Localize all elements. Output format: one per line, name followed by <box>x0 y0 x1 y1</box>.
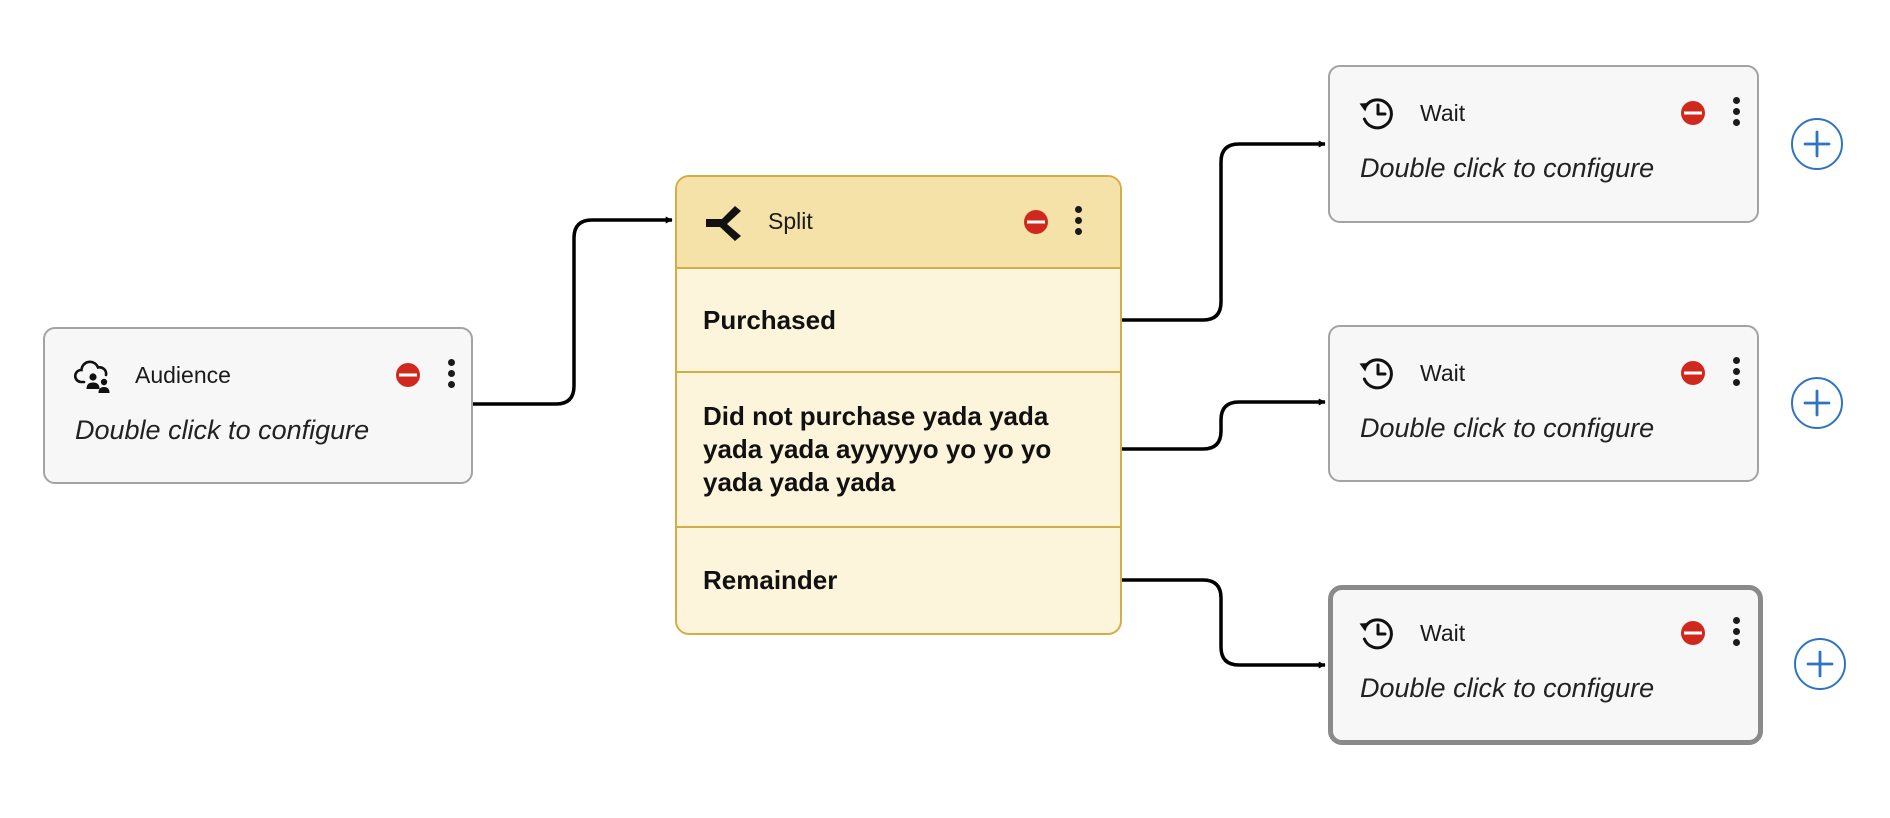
add-step-button-1[interactable] <box>1791 118 1843 170</box>
wait-node-3-header: Wait <box>1358 611 1740 655</box>
wait-node-3-title: Wait <box>1420 620 1466 646</box>
wait-node-2[interactable]: Wait Double click to configure <box>1328 325 1759 482</box>
split-node-menu-icon[interactable] <box>1073 206 1083 240</box>
wait-clock-icon <box>1359 618 1393 650</box>
split-node-header: Split <box>677 177 1120 269</box>
wait-clock-icon <box>1359 98 1393 130</box>
audience-node-subtitle: Double click to configure <box>75 415 370 445</box>
error-status-icon <box>1681 101 1705 125</box>
cloud-users-icon <box>73 360 110 393</box>
error-status-icon <box>1681 621 1705 645</box>
connector-remainder-to-wait-3 <box>1122 578 1326 669</box>
wait-node-1-header: Wait <box>1358 91 1740 135</box>
wait-node-1-menu-icon[interactable] <box>1731 97 1741 131</box>
audience-node[interactable]: Audience Double click to configure <box>43 327 473 484</box>
connector-audience-to-split <box>470 216 673 406</box>
wait-node-3[interactable]: Wait Double click to configure <box>1328 585 1763 745</box>
wait-node-3-subtitle: Double click to configure <box>1360 673 1655 703</box>
wait-node-2-header: Wait <box>1358 351 1740 395</box>
error-status-icon <box>396 363 420 387</box>
split-icon <box>706 206 741 241</box>
wait-node-2-menu-icon[interactable] <box>1731 357 1741 391</box>
wait-node-3-menu-icon[interactable] <box>1731 617 1741 651</box>
audience-node-menu-icon[interactable] <box>446 359 456 393</box>
wait-node-1[interactable]: Wait Double click to configure <box>1328 65 1759 223</box>
wait-node-2-subtitle: Double click to configure <box>1360 413 1655 443</box>
split-node[interactable]: Split Purchased Did not purchase yada ya… <box>675 175 1122 635</box>
connector-purchased-to-wait-1 <box>1122 140 1326 322</box>
add-step-button-3[interactable] <box>1794 638 1846 690</box>
wait-node-1-title: Wait <box>1420 100 1466 126</box>
split-branch-did-not-purchase[interactable]: Did not purchase yada yada yada yada ayy… <box>677 371 1120 526</box>
wait-node-1-subtitle: Double click to configure <box>1360 153 1655 183</box>
audience-node-header: Audience <box>73 353 455 397</box>
plus-icon <box>1803 389 1831 417</box>
split-node-title: Split <box>768 208 813 234</box>
split-branch-remainder[interactable]: Remainder <box>677 526 1120 633</box>
audience-node-title: Audience <box>135 362 231 388</box>
plus-icon <box>1803 130 1831 158</box>
connector-did-not-purchase-to-wait-2 <box>1122 398 1326 451</box>
error-status-icon <box>1024 210 1048 234</box>
split-branch-purchased[interactable]: Purchased <box>703 304 836 335</box>
plus-icon <box>1806 650 1834 678</box>
wait-clock-icon <box>1359 358 1393 390</box>
error-status-icon <box>1681 361 1705 385</box>
wait-node-2-title: Wait <box>1420 360 1466 386</box>
add-step-button-2[interactable] <box>1791 377 1843 429</box>
